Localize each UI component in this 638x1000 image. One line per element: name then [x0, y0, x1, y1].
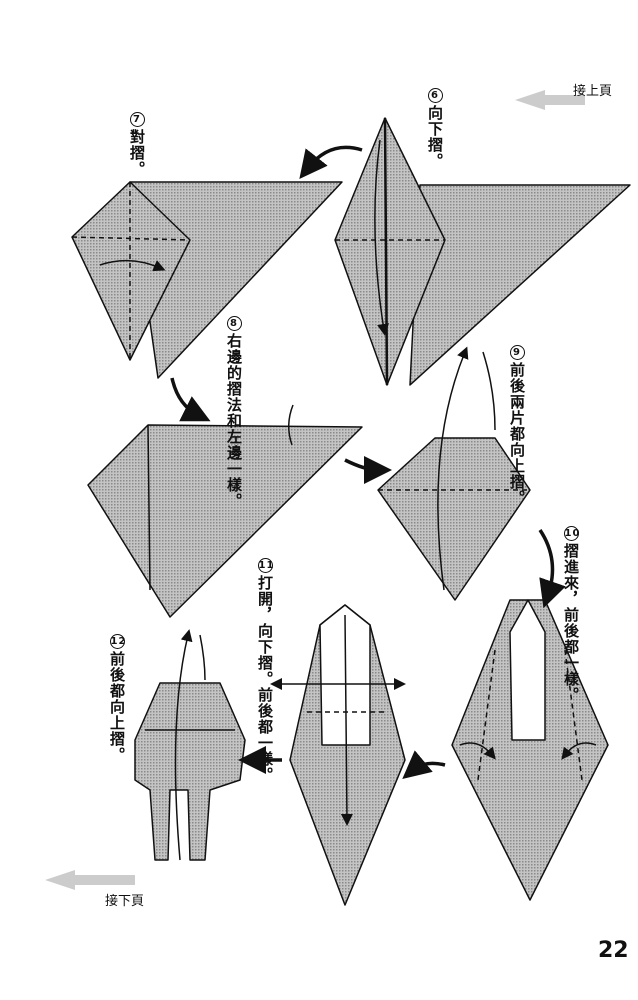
step-8-text: 8 右邊的摺法和左邊一樣。 [225, 316, 243, 509]
prev-page-arrow-icon [515, 90, 585, 110]
step-10-text: 10 摺進來，前後都一樣。 [562, 526, 581, 703]
step-line: 右邊的摺法和 [225, 333, 243, 429]
step-12-figure [134, 629, 246, 861]
step-number: 8 [226, 316, 242, 331]
step-line: 前後都一樣。 [562, 607, 580, 703]
step-number: 11 [257, 558, 275, 573]
page-number: 22 [598, 938, 629, 963]
step-number: 10 [563, 526, 581, 541]
step-12-text: 12 前後都向上摺。 [108, 634, 127, 763]
next-page-arrow-icon [45, 870, 135, 890]
arrow-7-to-8-icon [170, 377, 211, 422]
step-arrows [170, 145, 566, 779]
step-7-figure [71, 181, 343, 379]
step-line: 左邊一樣。 [225, 429, 243, 509]
arrow-6-to-7-icon [299, 145, 363, 180]
next-page-label: 接下頁 [105, 894, 145, 909]
step-11-figure [270, 604, 406, 906]
step-7-text: 7 對摺。 [128, 112, 146, 177]
step-11-text: 11 打開，向下摺。前後都一樣。 [256, 558, 275, 783]
step-number: 7 [129, 112, 145, 127]
step-line: 對摺。 [128, 129, 146, 177]
step-line: 向上摺。 [108, 699, 126, 763]
arrow-10-to-11-icon [402, 750, 446, 779]
step-9-text: 9 前後兩片都向上摺。 [508, 345, 526, 506]
step-number: 12 [109, 634, 127, 649]
step-line: 前後兩片都 [508, 362, 526, 442]
prev-page-label: 接上頁 [573, 84, 613, 99]
step-line: 向上摺。 [508, 442, 526, 506]
step-number: 9 [509, 345, 525, 360]
step-10-figure [451, 599, 609, 901]
step-line: 打開，向下摺。 [256, 575, 274, 687]
arrow-8-to-9-icon [344, 455, 392, 484]
step-number: 6 [427, 88, 443, 103]
arrow-9-to-10-icon [538, 529, 566, 609]
step-8-figure [87, 404, 363, 618]
step-line: 前後都一樣。 [256, 687, 274, 783]
step-6-text: 6 向下摺。 [426, 88, 444, 169]
step-line: 向下摺。 [426, 105, 444, 169]
step-line: 前後都 [108, 651, 126, 699]
step-9-figure [377, 346, 531, 601]
step-line: 摺進來， [562, 543, 580, 607]
step-6-figure [334, 117, 631, 386]
